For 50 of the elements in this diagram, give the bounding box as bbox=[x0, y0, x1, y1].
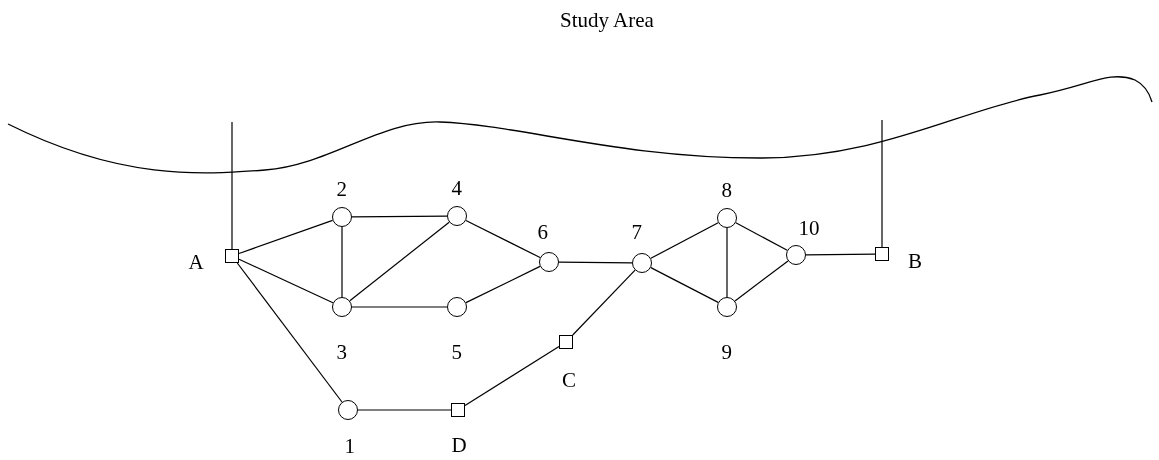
boundary-line bbox=[231, 121, 233, 250]
link-line bbox=[465, 219, 541, 259]
link-line bbox=[351, 306, 448, 308]
node-label: 9 bbox=[721, 341, 732, 363]
node-label: 6 bbox=[537, 221, 548, 243]
node-square bbox=[875, 247, 889, 261]
node-label: 5 bbox=[451, 341, 462, 363]
link-line bbox=[805, 253, 876, 256]
boundary-line bbox=[881, 119, 883, 248]
node-label: D bbox=[451, 434, 467, 456]
link-line bbox=[650, 267, 719, 303]
node-label: 3 bbox=[336, 341, 347, 363]
node-circle bbox=[447, 206, 467, 226]
link-line bbox=[572, 269, 636, 336]
node-circle bbox=[338, 400, 358, 420]
node-label: A bbox=[188, 251, 204, 273]
node-label: 10 bbox=[798, 217, 820, 239]
link-line bbox=[238, 258, 334, 304]
node-circle bbox=[632, 253, 652, 273]
link-line bbox=[650, 222, 719, 259]
node-label: 4 bbox=[451, 177, 462, 199]
link-line bbox=[349, 221, 450, 302]
link-line bbox=[357, 409, 452, 411]
node-label: 8 bbox=[721, 179, 732, 201]
node-label: B bbox=[908, 250, 922, 272]
node-circle bbox=[717, 208, 737, 228]
link-line bbox=[465, 265, 541, 304]
link-line bbox=[238, 219, 334, 255]
node-circle bbox=[332, 207, 352, 227]
node-label: 2 bbox=[336, 178, 347, 200]
node-square bbox=[451, 403, 465, 417]
node-circle bbox=[332, 297, 352, 317]
node-circle bbox=[717, 297, 737, 317]
link-line bbox=[726, 227, 728, 298]
node-label: 7 bbox=[631, 221, 642, 243]
node-circle bbox=[447, 297, 467, 317]
link-line bbox=[341, 226, 343, 298]
link-line bbox=[734, 260, 789, 302]
node-label: 1 bbox=[344, 435, 355, 457]
link-line bbox=[236, 262, 343, 403]
node-square bbox=[559, 335, 573, 349]
node-label: C bbox=[562, 369, 576, 391]
link-line bbox=[735, 222, 788, 251]
link-line bbox=[464, 345, 560, 407]
link-line bbox=[351, 215, 448, 218]
area-label: Study Area bbox=[560, 10, 654, 31]
node-circle bbox=[539, 252, 559, 272]
node-circle bbox=[786, 245, 806, 265]
node-square bbox=[225, 249, 239, 263]
link-line bbox=[558, 261, 633, 264]
